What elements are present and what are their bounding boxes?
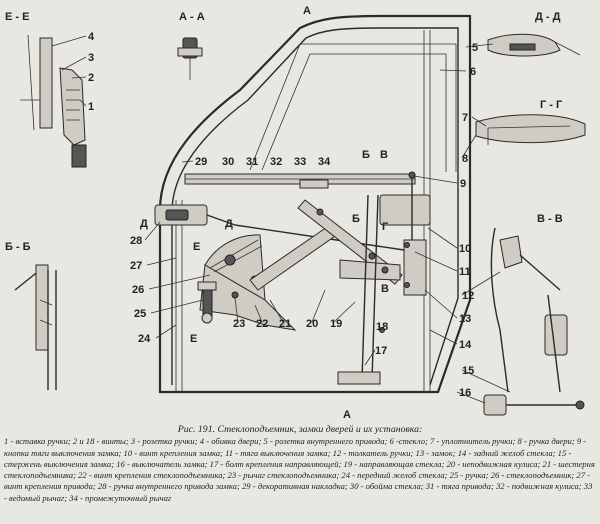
callout-12: 12 [462, 290, 474, 302]
callout-14: 14 [459, 339, 472, 351]
callout-26: 26 [132, 284, 144, 296]
callout-1: 1 [88, 101, 94, 113]
callout-34: 34 [318, 156, 331, 168]
section-bb [14, 264, 57, 390]
callout-10: 10 [459, 243, 471, 255]
callout-5: 5 [472, 42, 478, 54]
callout-24: 24 [138, 333, 151, 345]
cut-mark-d-left: Д [140, 218, 148, 230]
callout-32: 32 [270, 156, 282, 168]
cut-mark-v-top: В [380, 149, 388, 161]
callout-8: 8 [462, 153, 468, 165]
callout-9: 9 [460, 178, 466, 190]
section-title-aa: А - А [179, 11, 205, 23]
section-title-vv: В - В [537, 213, 563, 225]
section-title-bb: Б - Б [5, 241, 31, 253]
section-title-dd: Д - Д [535, 11, 561, 23]
callout-15: 15 [462, 365, 474, 377]
door-frame [158, 14, 472, 394]
cut-mark-g-mid: Г [382, 221, 389, 233]
section-title-ee: Е - Е [5, 11, 29, 23]
figure-caption: Рис. 191. Стеклоподъемник, замки дверей … [4, 424, 596, 504]
section-vv [483, 227, 585, 416]
callout-17: 17 [375, 345, 387, 357]
callout-3: 3 [88, 52, 94, 64]
callout-7: 7 [462, 112, 468, 124]
callout-11: 11 [459, 266, 471, 278]
callout-6: 6 [470, 66, 476, 78]
glass-guide [299, 179, 381, 385]
callout-25: 25 [134, 308, 146, 320]
callout-23: 23 [233, 318, 245, 330]
cut-mark-e-bottom: Е [190, 333, 197, 345]
inner-handle [154, 204, 236, 226]
callout-22: 22 [256, 318, 268, 330]
cut-mark-b-top: Б [362, 149, 370, 161]
callout-31: 31 [246, 156, 258, 168]
callout-18: 18 [376, 321, 388, 333]
callout-30: 30 [222, 156, 234, 168]
section-title-gg: Г - Г [540, 99, 563, 111]
section-dd [487, 33, 581, 57]
section-gg [475, 114, 586, 145]
door-mechanism-drawing: Е - Е А - А Д - Д Г - Г Б - Б В - В А А … [5, 5, 586, 420]
callout-21: 21 [279, 318, 291, 330]
cut-mark-a-bottom: А [343, 409, 351, 420]
cut-mark-a-top: А [303, 5, 311, 17]
callout-19: 19 [330, 318, 342, 330]
caption-legend: 1 - вставка ручки; 2 и 18 - винты; 3 - р… [4, 436, 595, 503]
cut-mark-v-bottom: В [381, 283, 389, 295]
cut-mark-d-right: Д [225, 218, 233, 230]
lifter-levers [249, 199, 403, 291]
callout-13: 13 [459, 313, 471, 325]
cut-mark-e-left: Е [193, 241, 200, 253]
section-ee [20, 34, 87, 168]
cut-mark-b-mid: Б [352, 213, 360, 225]
crank-handle [197, 281, 217, 324]
callout-20: 20 [306, 318, 318, 330]
leader-lines [51, 35, 511, 404]
callout-27: 27 [130, 260, 142, 272]
caption-title: Рис. 191. Стеклоподъемник, замки дверей … [177, 424, 423, 435]
callout-29: 29 [195, 156, 207, 168]
callout-28: 28 [130, 235, 142, 247]
callout-16: 16 [459, 387, 471, 399]
callout-33: 33 [294, 156, 306, 168]
callout-4: 4 [88, 31, 95, 43]
section-aa [177, 37, 203, 80]
callout-2: 2 [88, 72, 94, 84]
regulator-sector [199, 234, 297, 331]
